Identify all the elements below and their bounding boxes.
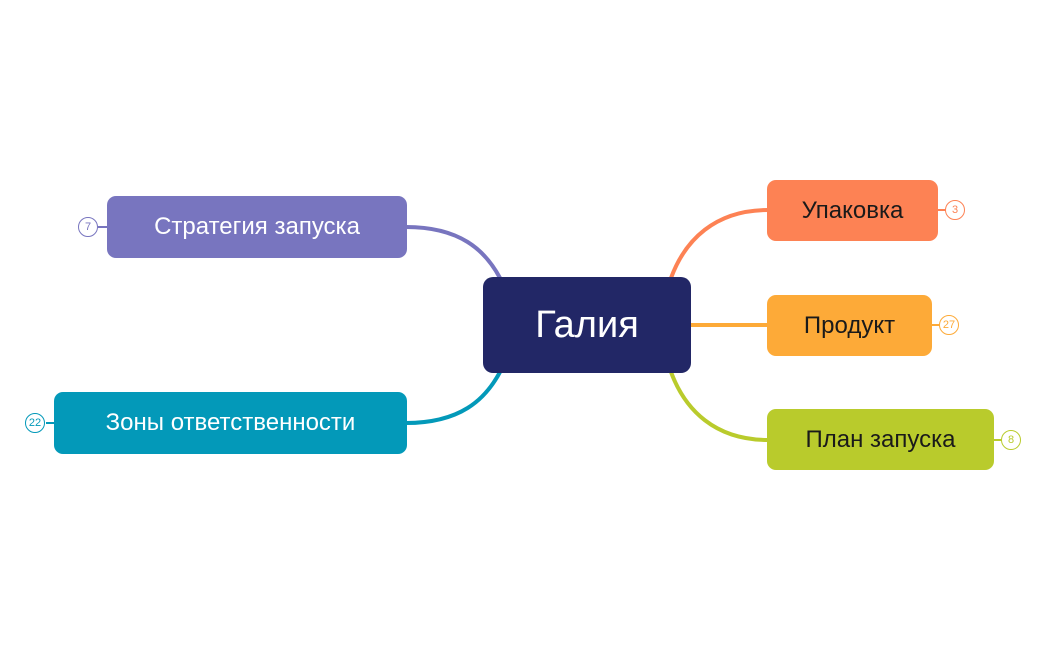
collapse-count-badge[interactable]: 8	[1001, 430, 1021, 450]
branch-node-responsibility[interactable]: Зоны ответственности	[54, 392, 407, 454]
branch-node-launch-plan[interactable]: План запуска	[767, 409, 994, 470]
branch-label: Стратегия запуска	[154, 213, 360, 240]
connector-launch-plan	[669, 371, 769, 442]
root-node[interactable]: Галия	[483, 277, 691, 373]
branch-node-packaging[interactable]: Упаковка	[767, 180, 938, 241]
branch-node-product[interactable]: Продукт	[767, 295, 932, 356]
collapse-count-badge[interactable]: 3	[945, 200, 965, 220]
connector-strategy	[405, 225, 502, 279]
collapse-count-badge[interactable]: 22	[25, 413, 45, 433]
branch-node-strategy[interactable]: Стратегия запуска	[107, 196, 407, 258]
collapse-count-badge[interactable]: 27	[939, 315, 959, 335]
branch-label: Продукт	[803, 311, 896, 339]
branch-label: План запуска	[805, 425, 956, 453]
root-label: Галия	[535, 303, 639, 346]
collapse-count-badge[interactable]: 7	[78, 217, 98, 237]
branch-label: Зоны ответственности	[105, 409, 356, 436]
connector-packaging	[669, 208, 769, 279]
connector-responsibility	[405, 371, 502, 425]
branch-label: Упаковка	[801, 196, 904, 224]
